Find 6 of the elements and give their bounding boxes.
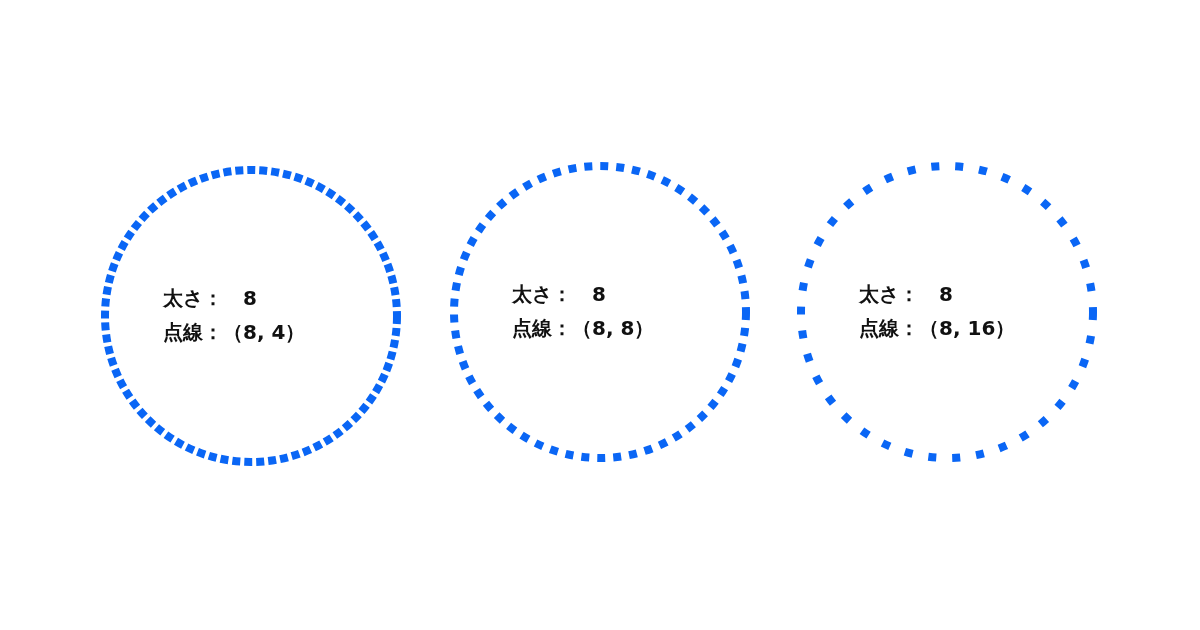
label-text: 点線：（8, 16）	[859, 316, 1016, 340]
label-text: 点線：（8, 4）	[163, 320, 306, 344]
label-text: 太さ： 8	[859, 282, 953, 306]
label-text: 太さ： 8	[163, 286, 257, 310]
label-text: 太さ： 8	[512, 282, 606, 306]
label-text: 点線：（8, 8）	[512, 316, 655, 340]
